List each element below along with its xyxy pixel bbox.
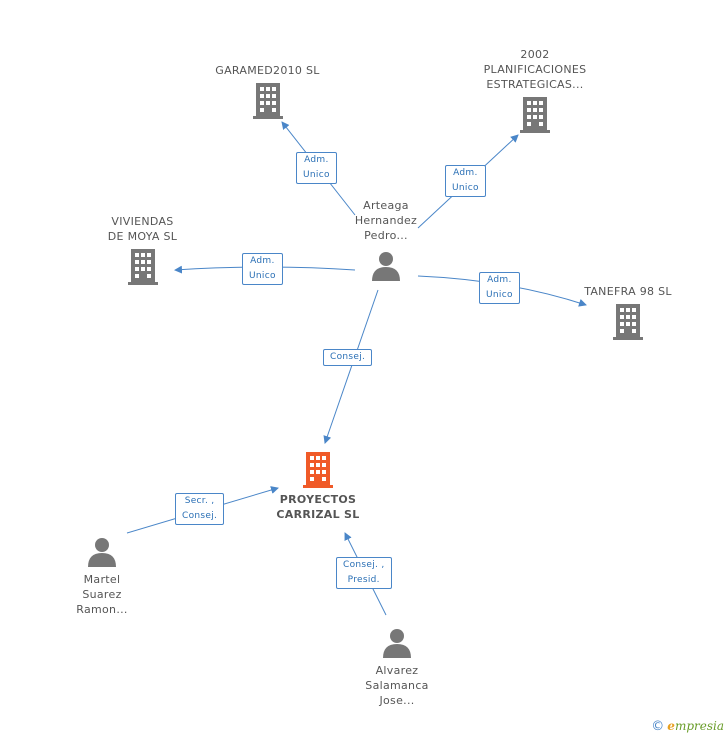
edge-label-garamed[interactable]: Adm.Unico	[296, 152, 337, 184]
edge-arteaga-proyectos	[323, 289, 379, 444]
node-planificaciones[interactable]: 2002 PLANIFICACIONES ESTRATEGICAS...	[470, 47, 600, 133]
brand-logo: empresia	[667, 719, 724, 733]
node-label: 2002 PLANIFICACIONES ESTRATEGICAS...	[483, 48, 587, 91]
person-icon	[381, 628, 413, 658]
edge-label-proyectos[interactable]: Consej.	[323, 349, 373, 366]
node-viviendas[interactable]: VIVIENDAS DE MOYA SL	[85, 214, 200, 285]
edge-label-viviendas[interactable]: Adm.Unico	[242, 253, 283, 285]
edge-label-alvarez[interactable]: Consej. ,Presid.	[336, 557, 392, 589]
node-label: Martel Suarez Ramon...	[76, 573, 128, 616]
node-proyectos[interactable]: PROYECTOS CARRIZAL SL	[268, 452, 368, 522]
copyright-icon: ©	[651, 719, 665, 734]
node-label: TANEFRA 98 SL	[584, 285, 672, 298]
node-tanefra[interactable]: TANEFRA 98 SL	[568, 284, 688, 340]
node-label: Arteaga Hernandez Pedro...	[354, 199, 418, 242]
building-icon	[611, 304, 645, 340]
building-icon	[126, 249, 160, 285]
node-arteaga[interactable]: Arteaga Hernandez Pedro...	[345, 198, 427, 281]
node-label: VIVIENDAS DE MOYA SL	[107, 215, 178, 243]
node-label: PROYECTOS CARRIZAL SL	[276, 493, 360, 521]
node-garamed[interactable]: GARAMED2010 SL	[205, 63, 330, 119]
edge-label-martel[interactable]: Secr. ,Consej.	[175, 493, 225, 525]
node-label: GARAMED2010 SL	[215, 64, 320, 77]
person-icon	[86, 537, 118, 567]
footer-brand: ©empresia	[651, 719, 724, 734]
node-label: Alvarez Salamanca Jose...	[365, 664, 429, 707]
building-icon	[301, 452, 335, 488]
building-icon	[518, 97, 552, 133]
edge-label-tanefra[interactable]: Adm.Unico	[479, 272, 520, 304]
node-martel[interactable]: Martel Suarez Ramon...	[62, 537, 142, 617]
building-icon	[251, 83, 285, 119]
node-alvarez[interactable]: Alvarez Salamanca Jose...	[356, 628, 438, 708]
person-icon	[370, 251, 402, 281]
edge-label-planificaciones[interactable]: Adm.Unico	[445, 165, 486, 197]
